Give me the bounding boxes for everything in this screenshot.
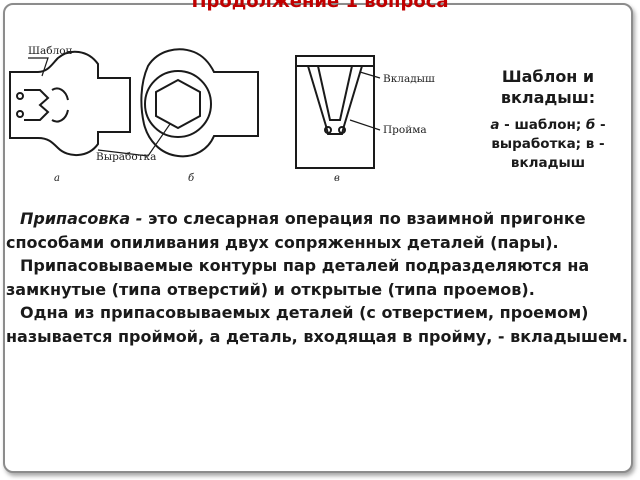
paragraph-opening-insert: Одна из припасовываемых деталей (с отвер…: [6, 303, 628, 346]
caption-letter-a: а: [490, 117, 500, 133]
caption-text-a: - шаблон;: [499, 117, 586, 133]
figure-caption: Шаблон и вкладыш: а - шаблон; б - вырабо…: [460, 66, 636, 173]
figure-template-and-insert: Шаблон Выработка Вкладыш Пройма а б в: [9, 45, 435, 184]
slide-title: Продолжение 1 вопроса: [191, 0, 449, 12]
label-template: Шаблон: [28, 45, 73, 57]
paragraph-definition-text: это слесарная операция по взаимной приго…: [6, 209, 586, 252]
slide-frame: [3, 3, 633, 473]
hole-drawing: [140, 48, 259, 158]
panel-letter-c: в: [334, 173, 340, 184]
label-hole: Выработка: [96, 151, 156, 163]
template-drawing: [9, 50, 131, 156]
caption-body: а - шаблон; б - выработка; в - вкладыш: [460, 116, 636, 173]
caption-letter-b: б: [585, 117, 596, 133]
panel-letter-b: б: [188, 173, 195, 184]
body-text: Припасовка - это слесарная операция по в…: [6, 207, 636, 348]
paragraph-definition: Припасовка - это слесарная операция по в…: [6, 207, 636, 254]
insert-drawing: [295, 55, 375, 169]
paragraph-contours: Припасовываемые контуры пар деталей подр…: [6, 256, 590, 299]
term-pripasovka: Припасовка -: [20, 209, 143, 228]
label-opening: Пройма: [383, 124, 427, 136]
panel-letter-a: а: [54, 173, 60, 184]
label-insert: Вкладыш: [383, 73, 435, 85]
caption-heading: Шаблон и вкладыш:: [500, 67, 596, 107]
caption-text-b: - выработка; в - вкладыш: [491, 117, 606, 171]
